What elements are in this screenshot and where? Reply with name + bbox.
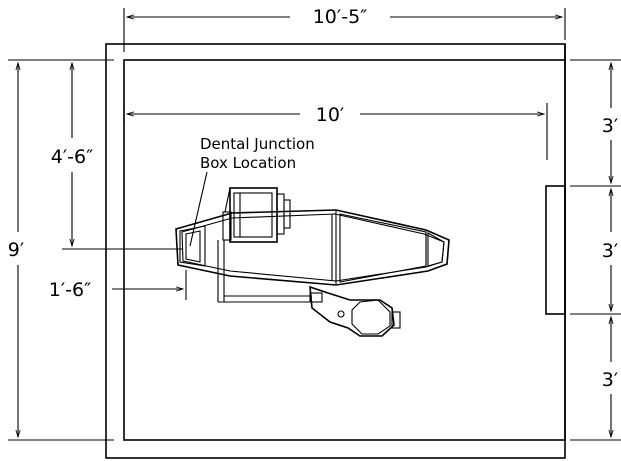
label-line2: Box Location bbox=[200, 154, 296, 172]
overall-width-label: 10′-5″ bbox=[313, 6, 368, 28]
dimension-overall-width: 10′-5″ bbox=[123, 6, 566, 52]
inner-width-label: 10′ bbox=[316, 104, 345, 126]
wall-cabinet bbox=[545, 185, 566, 315]
right-top-label: 3′ bbox=[602, 115, 618, 137]
dental-chair bbox=[175, 187, 450, 337]
overall-height-label: 9′ bbox=[8, 239, 24, 261]
junction-from-wall-label: 1′-6″ bbox=[49, 279, 91, 301]
junction-box-label: Dental Junction Box Location bbox=[189, 135, 315, 247]
dimension-junction-from-wall: 1′-6″ bbox=[49, 270, 187, 301]
dimension-overall-height: 9′ bbox=[8, 59, 114, 441]
dimension-junction-from-top: 4′-6″ bbox=[51, 61, 182, 250]
label-line1: Dental Junction bbox=[200, 135, 315, 153]
dimension-inner-width: 10′ bbox=[123, 103, 548, 160]
dimension-right: 3′ 3′ 3′ bbox=[570, 59, 621, 441]
junction-from-top-label: 4′-6″ bbox=[51, 146, 93, 168]
right-bottom-label: 3′ bbox=[602, 369, 618, 391]
right-middle-label: 3′ bbox=[602, 240, 618, 262]
